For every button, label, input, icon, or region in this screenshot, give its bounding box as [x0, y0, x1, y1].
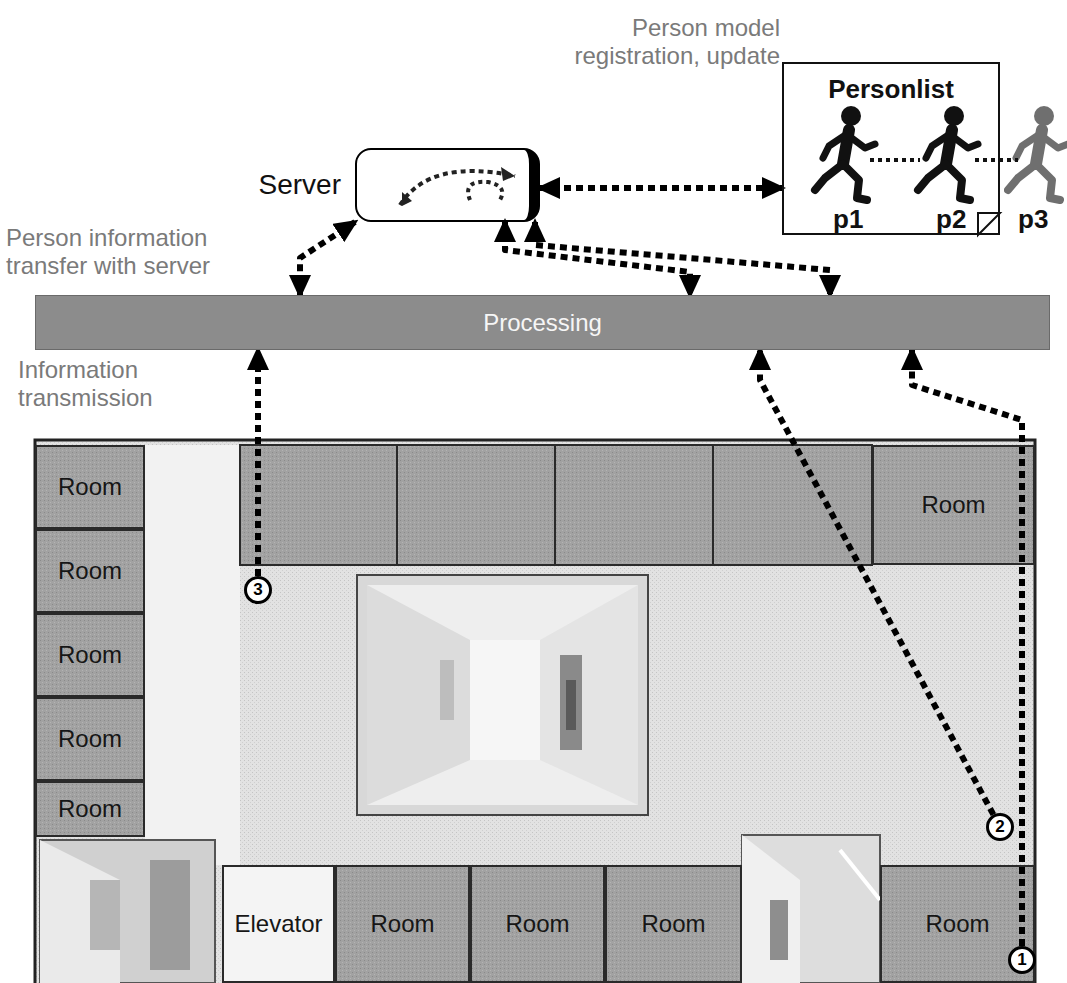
node-text: Room — [58, 795, 122, 823]
room-fill — [35, 529, 145, 613]
processing-bar: Processing — [35, 295, 1050, 350]
node-text: Room — [921, 491, 985, 519]
node-text: Processing — [483, 309, 602, 337]
room-box: Room — [35, 529, 145, 613]
room-fill — [335, 865, 470, 983]
annotation: Person model registration, update — [540, 14, 780, 69]
person-id: p3 — [1018, 205, 1058, 235]
node-text: 2 — [995, 817, 1004, 837]
node-text: Room — [58, 473, 122, 501]
room-box: Room — [872, 445, 1035, 565]
node-text: Room — [505, 910, 569, 938]
camera-photo — [742, 835, 880, 983]
room-box: Room — [35, 781, 145, 837]
document-fold — [978, 213, 1000, 235]
corridor — [145, 445, 240, 865]
dotted-connector — [255, 350, 261, 576]
annotation: Information transmission — [18, 356, 218, 411]
node-text: Room — [58, 725, 122, 753]
room-cell — [240, 445, 397, 565]
node-text: Server — [259, 169, 341, 201]
annotation: Person information transfer with server — [6, 224, 246, 279]
arrowhead — [501, 167, 515, 181]
room-fill — [35, 445, 145, 529]
room-box: Room — [35, 697, 145, 781]
person-id: p1 — [833, 205, 873, 235]
room-box: Room — [335, 865, 470, 983]
elevator-box: Elevator — [222, 865, 335, 983]
node-text: Elevator — [234, 910, 322, 938]
server-process-arrow — [468, 182, 502, 200]
person-list: Personlist — [782, 62, 1000, 235]
room-fill — [35, 781, 145, 837]
document-paper — [782, 62, 1000, 235]
node-text: 3 — [253, 580, 262, 600]
node-text: Room — [370, 910, 434, 938]
node-text: 1 — [1017, 950, 1026, 970]
elevator-fill — [222, 865, 335, 983]
node-text: Room — [641, 910, 705, 938]
room-fill — [872, 445, 1035, 565]
person-figure — [815, 106, 875, 200]
room-box: Room — [35, 613, 145, 697]
room-box: Room — [605, 865, 742, 983]
camera-photo — [357, 575, 648, 815]
server-process-arrow — [400, 171, 515, 205]
dotted-connector — [760, 350, 993, 815]
camera-photo — [40, 840, 215, 983]
camera-callout: 3 — [244, 576, 272, 604]
room-fill — [35, 613, 145, 697]
node-text: Room — [58, 557, 122, 585]
room-fill — [470, 865, 605, 983]
node-text: Personlist — [828, 74, 954, 105]
person-figure — [1008, 106, 1067, 200]
room-cell — [397, 445, 555, 565]
server-box: Server — [355, 148, 540, 222]
dotted-connector — [912, 350, 1022, 946]
node-text: Room — [925, 910, 989, 938]
room-cell — [555, 445, 713, 565]
floor-plan — [35, 440, 1035, 983]
dotted-connector — [535, 222, 830, 295]
room-fill — [35, 697, 145, 781]
person-id: p2 — [936, 205, 976, 235]
node-text: Room — [58, 641, 122, 669]
arrowhead — [402, 192, 412, 206]
room-box: Room — [470, 865, 605, 983]
person-figure — [918, 106, 978, 200]
dotted-connector — [540, 185, 782, 191]
camera-callout: 2 — [986, 813, 1014, 841]
room-fill — [880, 865, 1035, 983]
room-fill — [605, 865, 742, 983]
camera-callout: 1 — [1008, 946, 1036, 974]
dotted-connector — [300, 222, 355, 295]
room-box: Room — [35, 445, 145, 529]
